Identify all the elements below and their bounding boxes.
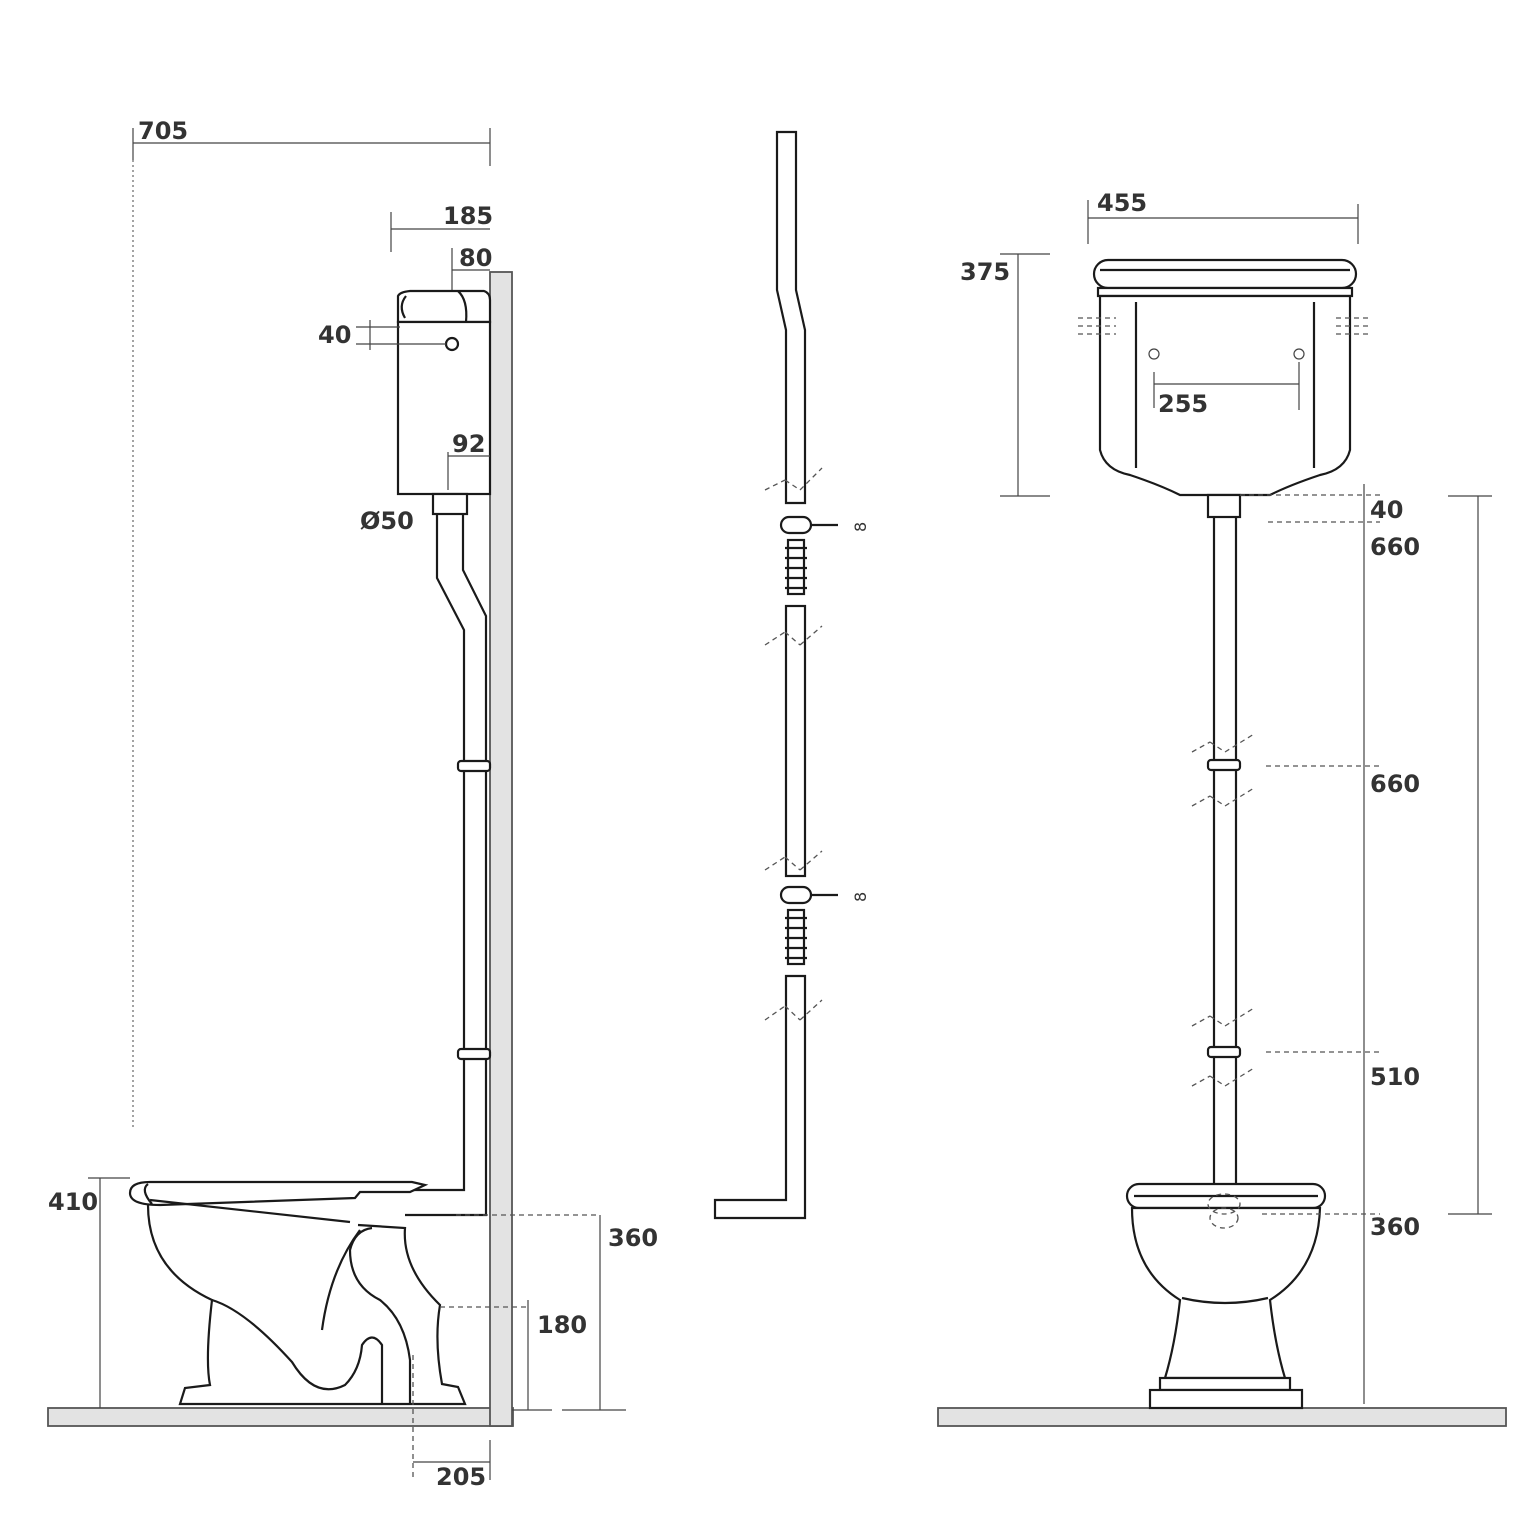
front-floor <box>937 1407 1507 1427</box>
dim-inlet-height: 360 <box>562 1215 658 1411</box>
pipe-bracket-1: 8 <box>779 515 870 596</box>
dim-lever-height: 40 <box>318 320 446 350</box>
side-toilet-pan <box>128 1180 467 1406</box>
dim-wall-offset: 80 <box>451 244 492 330</box>
dim-cistern-depth-label: 185 <box>443 202 493 230</box>
bracket-label-1: 8 <box>851 522 870 532</box>
front-view: 455 375 <box>937 189 1507 1427</box>
dim-pipe-section-2-label: 660 <box>1370 770 1420 798</box>
dim-pan-height-label: 410 <box>48 1188 98 1216</box>
dim-fixing-centres: 255 <box>1153 362 1300 418</box>
dim-pipe-diameter-label: Ø50 <box>360 507 414 535</box>
dim-trap-height: 180 <box>440 1300 587 1411</box>
dim-trap-wall-distance: 205 <box>412 1355 491 1491</box>
pipe-bracket-2: 8 <box>779 885 870 966</box>
fixing-hole-left <box>1148 348 1160 360</box>
dim-pipe-section-1-label: 660 <box>1370 533 1420 561</box>
side-cistern <box>396 289 492 516</box>
pipe-detail: 8 8 <box>713 130 870 1220</box>
dim-cistern-width: 455 <box>1087 189 1359 244</box>
dim-wall-offset-label: 80 <box>459 244 492 272</box>
dim-cistern-width-label: 455 <box>1097 189 1147 217</box>
dim-pan-height: 410 <box>48 1177 130 1408</box>
dim-pipe-chain: 40 660 660 510 360 <box>1240 484 1492 1404</box>
fixing-hole-right <box>1293 348 1305 360</box>
dim-cistern-height-label: 375 <box>960 258 1010 286</box>
dim-pipe-section-3-label: 510 <box>1370 1063 1420 1091</box>
dim-overall-depth: 705 <box>132 117 491 1130</box>
dim-outlet-height-label: 40 <box>1370 496 1403 524</box>
dim-outlet-offset-label: 92 <box>452 430 485 458</box>
dim-outlet-offset: 92 <box>447 430 490 490</box>
pipe-collar <box>1206 758 1242 772</box>
side-flush-pipe <box>405 514 600 1217</box>
front-flush-pipe <box>1191 493 1255 1188</box>
side-view: 705 185 80 40 <box>47 117 658 1491</box>
pipe-collar <box>456 1047 492 1061</box>
side-floor <box>47 1407 514 1427</box>
dim-inlet-height-label: 360 <box>608 1224 658 1252</box>
dim-overall-depth-label: 705 <box>138 117 188 145</box>
dim-fixing-centres-label: 255 <box>1158 390 1208 418</box>
pipe-collar <box>456 759 492 773</box>
front-toilet-pan <box>1125 1182 1327 1410</box>
dim-cistern-height: 375 <box>960 253 1050 497</box>
dim-trap-wall-distance-label: 205 <box>436 1463 486 1491</box>
pipe-collar <box>1206 1045 1242 1059</box>
side-wall <box>489 271 513 1427</box>
dim-cistern-depth: 185 <box>390 202 493 252</box>
dim-lever-height-label: 40 <box>318 321 351 349</box>
dim-front-inlet-height-label: 360 <box>1370 1213 1420 1241</box>
pipe-segment-top <box>775 130 807 505</box>
pipe-segment-middle <box>784 604 807 878</box>
bracket-label-2: 8 <box>851 892 870 902</box>
dim-trap-height-label: 180 <box>537 1311 587 1339</box>
pipe-segment-bottom <box>713 974 807 1220</box>
front-cistern <box>1078 258 1372 497</box>
